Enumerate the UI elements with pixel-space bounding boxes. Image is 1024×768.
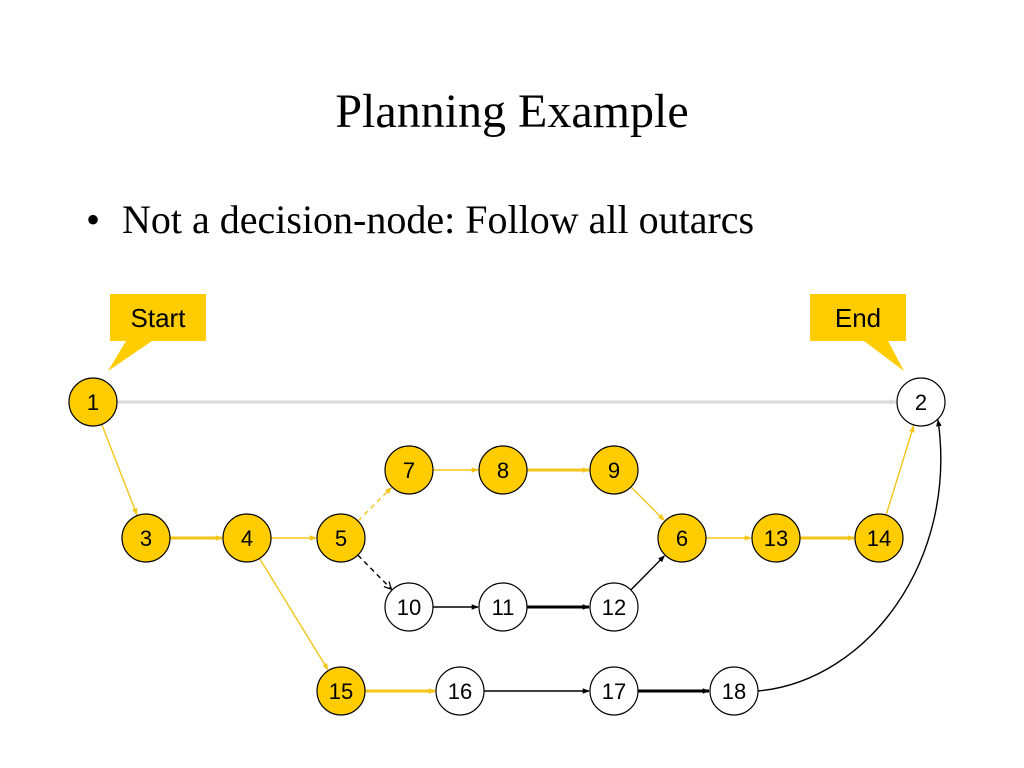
- node-16-label: 16: [448, 679, 472, 704]
- node-11: 11: [478, 582, 528, 632]
- node-10-circle: [384, 582, 434, 632]
- node-14-circle: [854, 513, 904, 563]
- callout-end-label: End: [835, 303, 881, 333]
- node-15-circle: [316, 666, 366, 716]
- node-4-label: 4: [241, 526, 253, 551]
- node-6-circle: [657, 513, 707, 563]
- edge-14-2: [885, 425, 915, 516]
- node-8-circle: [478, 445, 528, 495]
- edge-5-7: [357, 487, 392, 522]
- node-5-circle: [316, 513, 366, 563]
- bullet-item: • Not a decision-node: Follow all outarcs: [86, 196, 754, 243]
- node-8: 8: [478, 445, 528, 495]
- node-4: 4: [222, 513, 272, 563]
- slide-title: Planning Example: [335, 85, 689, 138]
- node-4-circle: [222, 513, 272, 563]
- edge-4-15: [258, 558, 329, 671]
- node-5: 5: [316, 513, 366, 563]
- node-17: 17: [589, 666, 639, 716]
- node-2-circle: [896, 377, 946, 427]
- node-1-label: 1: [87, 390, 99, 415]
- node-1-circle: [68, 377, 118, 427]
- node-5-label: 5: [335, 526, 347, 551]
- node-7-label: 7: [403, 458, 415, 483]
- node-18-label: 18: [722, 679, 746, 704]
- callout-start-tail: [108, 341, 152, 371]
- node-3-circle: [121, 513, 171, 563]
- node-9: 9: [589, 445, 639, 495]
- node-7: 7: [384, 445, 434, 495]
- edge-1-3: [101, 424, 138, 516]
- node-2-label: 2: [915, 390, 927, 415]
- node-18-circle: [709, 666, 759, 716]
- node-18: 18: [709, 666, 759, 716]
- node-10-label: 10: [397, 595, 421, 620]
- edge-18-2: [757, 419, 942, 692]
- node-12-circle: [589, 582, 639, 632]
- callout-end: End: [810, 294, 906, 371]
- node-17-circle: [589, 666, 639, 716]
- node-9-circle: [589, 445, 639, 495]
- node-2: 2: [896, 377, 946, 427]
- edge-9-6: [630, 486, 665, 521]
- node-13: 13: [751, 513, 801, 563]
- node-3: 3: [121, 513, 171, 563]
- node-11-label: 11: [492, 595, 515, 620]
- node-13-circle: [751, 513, 801, 563]
- node-11-circle: [478, 582, 528, 632]
- node-16: 16: [435, 666, 485, 716]
- node-13-label: 13: [764, 526, 788, 551]
- node-15-label: 15: [329, 679, 353, 704]
- edge-5-10: [357, 554, 392, 589]
- edge-12-6: [630, 555, 665, 591]
- callout-start-label: Start: [131, 303, 187, 333]
- node-6: 6: [657, 513, 707, 563]
- bullet-icon: •: [86, 197, 101, 242]
- node-3-label: 3: [140, 526, 152, 551]
- callout-layer: Start End: [108, 294, 906, 371]
- callout-end-box: [810, 294, 906, 341]
- node-1: 1: [68, 377, 118, 427]
- edge-layer: [101, 399, 942, 694]
- callout-start-box: [110, 294, 206, 341]
- node-17-label: 17: [602, 679, 626, 704]
- node-14: 14: [854, 513, 904, 563]
- node-7-circle: [384, 445, 434, 495]
- callout-start: Start: [108, 294, 206, 371]
- bullet-text: Not a decision-node: Follow all outarcs: [122, 197, 755, 242]
- node-12-label: 12: [602, 595, 626, 620]
- callout-end-tail: [864, 341, 904, 371]
- node-9-label: 9: [608, 458, 620, 483]
- node-16-circle: [435, 666, 485, 716]
- node-12: 12: [589, 582, 639, 632]
- node-10: 10: [384, 582, 434, 632]
- node-15: 15: [316, 666, 366, 716]
- node-6-label: 6: [676, 526, 688, 551]
- node-14-label: 14: [867, 526, 891, 551]
- node-8-label: 8: [497, 458, 509, 483]
